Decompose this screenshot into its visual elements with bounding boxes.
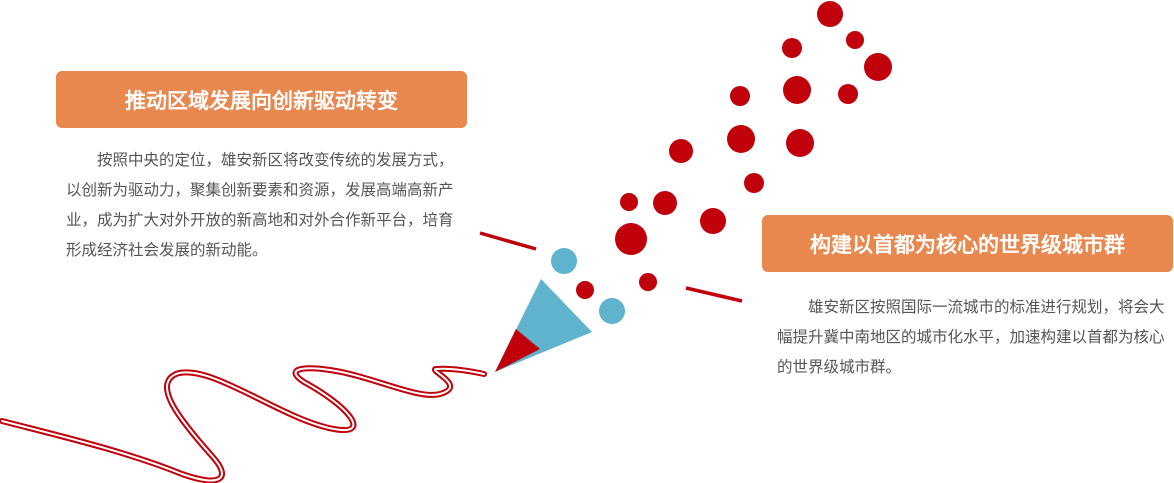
section-title-innovation: 推动区域发展向创新驱动转变 bbox=[56, 71, 467, 128]
confetti-dot bbox=[599, 298, 625, 324]
streamer-ribbon-highlight bbox=[1, 367, 485, 482]
confetti-dot bbox=[786, 129, 814, 157]
confetti-dot bbox=[653, 191, 677, 215]
confetti-dot bbox=[576, 281, 594, 299]
confetti-dot bbox=[864, 53, 892, 81]
confetti-dot bbox=[838, 84, 858, 104]
confetti-dot bbox=[846, 31, 864, 49]
confetti-dot bbox=[730, 86, 750, 106]
confetti-dot bbox=[551, 248, 577, 274]
streak-line bbox=[685, 286, 743, 303]
popper-cone-base bbox=[495, 329, 540, 372]
confetti-dot bbox=[615, 223, 647, 255]
confetti-dot bbox=[669, 139, 693, 163]
section-body-city-cluster: 雄安新区按照国际一流城市的标准进行规划，将会大幅提升冀中南地区的城市化水平，加速… bbox=[777, 298, 1165, 376]
confetti-dot bbox=[744, 173, 764, 193]
confetti-dot bbox=[620, 193, 638, 211]
confetti-dot bbox=[817, 1, 843, 27]
section-body-innovation: 按照中央的定位，雄安新区将改变传统的发展方式，以创新为驱动力，聚集创新要素和资源… bbox=[66, 151, 454, 259]
confetti-dot bbox=[700, 208, 726, 234]
confetti-dot bbox=[639, 273, 657, 291]
streamer-ribbon bbox=[0, 365, 487, 483]
confetti-dot bbox=[782, 38, 802, 58]
confetti-dot bbox=[727, 125, 755, 153]
streak-line bbox=[479, 231, 537, 251]
section-title-city-cluster: 构建以首都为核心的世界级城市群 bbox=[762, 215, 1173, 272]
confetti-dot bbox=[783, 76, 811, 104]
